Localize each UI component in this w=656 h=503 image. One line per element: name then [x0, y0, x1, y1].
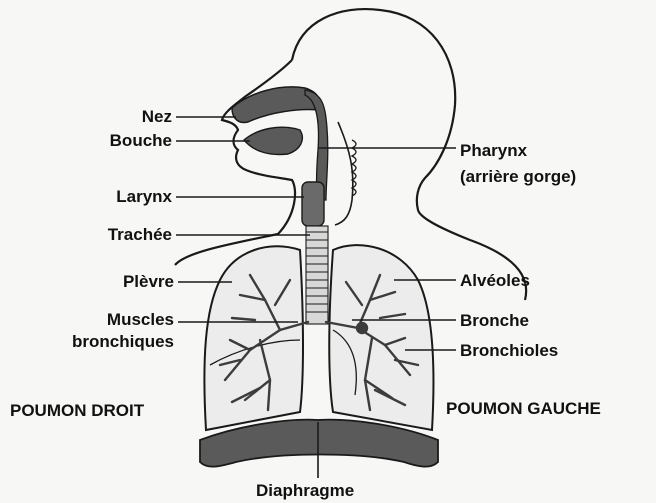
diaphragm — [200, 420, 438, 467]
mouth-cavity — [244, 127, 302, 154]
label-bouche: Bouche — [82, 130, 172, 151]
label-muscles-line1: Muscles — [60, 309, 174, 330]
label-poumon-droit: POUMON DROIT — [10, 400, 144, 421]
label-pharynx-line2: (arrière gorge) — [460, 166, 576, 187]
left-lung — [329, 245, 433, 430]
label-alveoles: Alvéoles — [460, 270, 530, 291]
label-nez: Nez — [120, 106, 172, 127]
label-larynx: Larynx — [90, 186, 172, 207]
trachea — [306, 226, 328, 324]
label-pharynx-line1: Pharynx — [460, 140, 527, 161]
label-trachee: Trachée — [80, 224, 172, 245]
label-muscles-line2: bronchiques — [40, 331, 174, 352]
label-poumon-gauche: POUMON GAUCHE — [446, 398, 601, 419]
neck-spine — [335, 122, 353, 225]
label-bronche: Bronche — [460, 310, 529, 331]
label-bronchioles: Bronchioles — [460, 340, 558, 361]
right-lung — [204, 246, 303, 430]
larynx — [302, 182, 324, 226]
label-plevre: Plèvre — [90, 271, 174, 292]
label-diaphragme: Diaphragme — [256, 480, 354, 501]
